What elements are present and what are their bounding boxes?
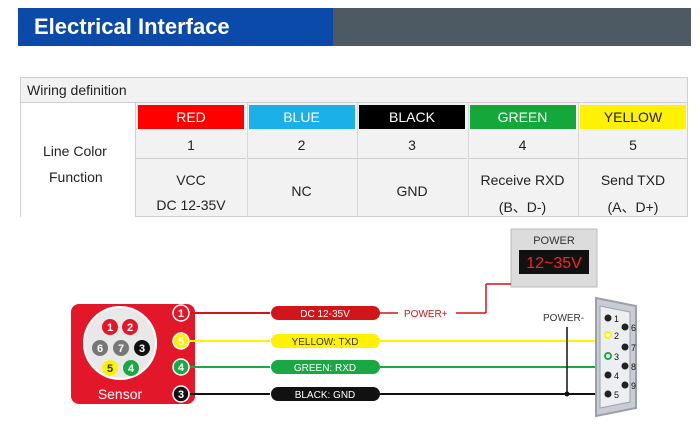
wire-label-pill [271,387,380,401]
header-gray-bar [333,8,691,46]
power-supply-box: POWER 12~35V [510,228,598,288]
line-number: 3 [408,137,416,153]
row-divider [578,158,688,159]
sensor-pin-dot [123,360,139,376]
side-pin-number: 4 [178,362,185,374]
sensor-label: Sensor [98,386,143,402]
function-text: Send TXD [600,172,666,188]
wire-label: GREEN: RXD [294,363,356,374]
sensor-pin-number: 3 [139,343,145,355]
row-label-function: Function [49,169,103,185]
sensor-pin-dot [113,340,129,356]
row-divider [467,158,578,159]
side-pin-dot [172,358,190,376]
function-text: NC [291,183,312,199]
row-divider [136,158,246,159]
function-text: (A、D+) [607,199,659,215]
page-title: Electrical Interface [34,14,230,39]
power-minus-path: POWER- [543,313,584,394]
power-box-title: POWER [533,235,575,247]
wire-label-pill [271,334,380,348]
db9-pin-dot [604,331,612,339]
db9-pin-dot [604,371,612,379]
line-number: 1 [187,137,195,153]
wire-label: YELLOW: TXD [292,337,359,348]
header-blue-bar [18,8,333,46]
db9-pin-dot [621,323,629,331]
row-divider [246,158,357,159]
function-text: VCC [176,172,206,188]
db9-pin-dot [621,381,629,389]
side-pin-number: 3 [178,389,184,401]
power-plus-label: POWER+ [404,309,448,320]
db9-pin-number: 2 [614,331,619,341]
column-separator [357,103,358,217]
sensor-pin-dot [92,340,108,356]
side-pin-number: 5 [178,336,184,348]
side-pin-dot [172,304,190,322]
row-label-line-color: Line Color [43,143,107,159]
function-text: (B、D-) [498,199,547,215]
sensor-pin-number: 1 [107,322,113,334]
sensor-pin-dot [122,319,138,335]
function-text: DC 12-35V [156,197,226,213]
sensor-pin-number: 5 [107,363,113,375]
row-divider [357,158,467,159]
color-swatch: BLUE [248,105,355,129]
sensor-pin-number: 7 [118,343,124,355]
function-text: Receive RXD [480,172,565,188]
power-box-display: 12~35V [526,255,582,272]
color-swatch: GREEN [469,105,576,129]
column-separator [467,103,469,217]
db9-pin-number: 1 [614,314,619,324]
wire-label: BLACK: GND [295,390,356,401]
wire-label: DC 12-35V [300,309,350,320]
table-caption: Wiring definition [27,82,127,98]
wire-label-pill [271,360,380,374]
power-minus-label: POWER- [543,313,584,324]
db9-pin-number: 8 [631,362,636,372]
wiring-table: Wiring definition Line Color Function RE… [20,77,688,217]
column-separator [578,103,579,217]
db9-pin-dot [604,314,612,322]
db9-pin-dot [604,390,612,398]
line-number: 4 [518,137,527,153]
column-separator [246,103,248,217]
db9-pin-number: 4 [614,371,619,381]
power-plus-path: POWER+ [379,283,511,320]
function-text: GND [396,183,428,199]
db9-pin-dot [621,343,629,351]
sensor-pin-dot [134,340,150,356]
sensor-pin-number: 6 [97,343,103,355]
sensor-pin-dot [102,360,118,376]
side-pin-dot [172,332,190,350]
db9-pin-number: 3 [614,352,619,362]
wire-label-pill [271,306,380,320]
db9-pin-dot [604,352,612,360]
color-swatch: YELLOW [580,105,686,129]
section-header: Electrical Interface [18,8,691,46]
color-swatch: RED [138,105,244,129]
db9-pin-dot [621,362,629,370]
caption-divider [21,102,687,103]
line-number: 5 [629,137,637,153]
line-number: 2 [297,137,306,153]
sensor-pin-dot [102,319,118,335]
db9-pin-number: 9 [631,381,636,391]
sensor-pin-number: 4 [128,363,135,375]
row-label-column: Line Color Function [21,103,136,217]
side-pin-dot [172,385,190,403]
db9-pin-number: 6 [631,323,636,333]
db9-pin-number: 5 [614,390,619,400]
color-swatch: BLACK [359,105,465,129]
side-pin-number: 1 [178,308,184,320]
db9-pin-number: 7 [631,343,636,353]
sensor-pin-number: 2 [127,322,133,334]
